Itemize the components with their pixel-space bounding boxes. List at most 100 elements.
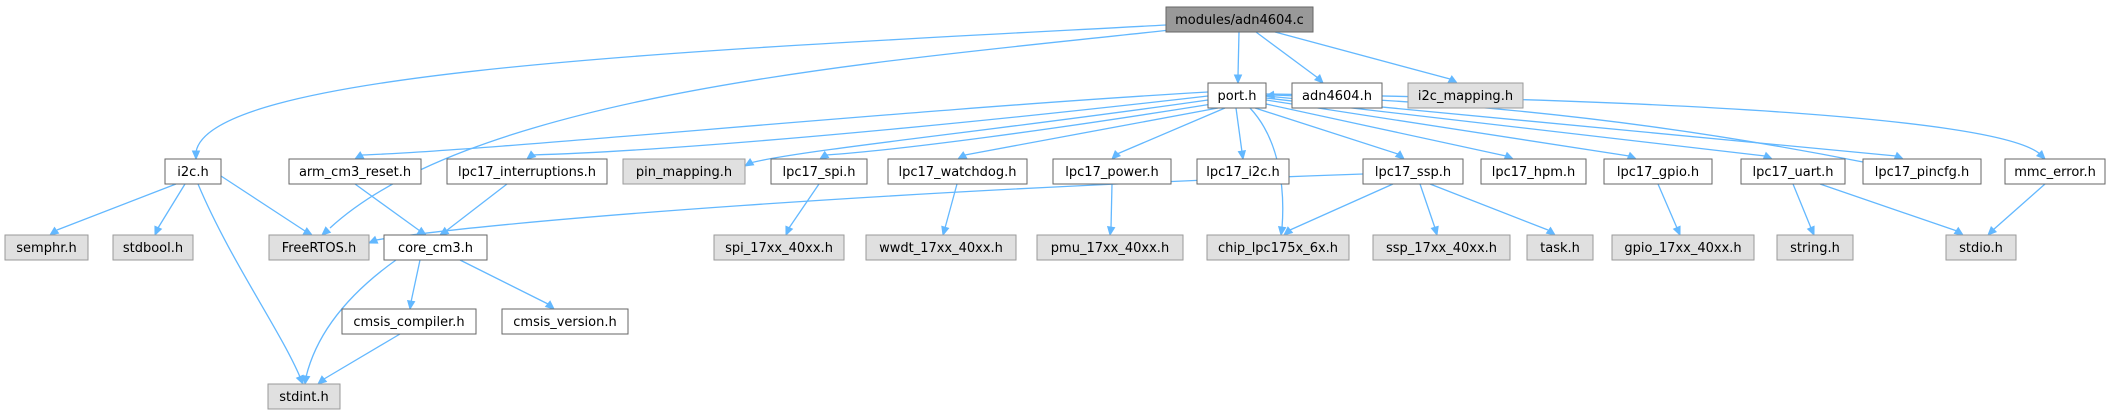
node-lpc17-ssp-h[interactable]: lpc17_ssp.h bbox=[1362, 158, 1464, 185]
edge-root-port bbox=[1233, 31, 1243, 85]
node-string-h[interactable]: string.h bbox=[1776, 234, 1854, 261]
svg-text:semphr.h: semphr.h bbox=[16, 241, 76, 256]
edge-root-i2c bbox=[191, 24, 1167, 161]
edge-i2c-semphr bbox=[48, 183, 177, 236]
svg-text:pmu_17xx_40xx.h: pmu_17xx_40xx.h bbox=[1051, 241, 1169, 256]
edge-i2c-stdbool bbox=[154, 183, 186, 237]
node-lpc17-interruptions-h[interactable]: lpc17_interruptions.h bbox=[446, 158, 608, 185]
edge-power-pmu bbox=[1106, 183, 1116, 237]
node-port-h[interactable]: port.h bbox=[1207, 82, 1267, 109]
node-lpc17-spi-h[interactable]: lpc17_spi.h bbox=[770, 158, 868, 185]
edge-port-ssp bbox=[1254, 107, 1405, 160]
node-modules-adn4604-c[interactable]: modules/adn4604.c bbox=[1165, 6, 1314, 33]
svg-text:i2c.h: i2c.h bbox=[177, 165, 208, 180]
svg-text:lpc17_uart.h: lpc17_uart.h bbox=[1752, 165, 1833, 180]
node-pin-mapping-h[interactable]: pin_mapping.h bbox=[622, 158, 746, 185]
node-mmc-error-h[interactable]: mmc_error.h bbox=[2004, 158, 2106, 185]
node-cmsis-version-h[interactable]: cmsis_version.h bbox=[501, 308, 629, 335]
node-core-cm3-h[interactable]: core_cm3.h bbox=[383, 234, 488, 261]
svg-text:gpio_17xx_40xx.h: gpio_17xx_40xx.h bbox=[1624, 241, 1741, 256]
svg-text:mmc_error.h: mmc_error.h bbox=[2014, 165, 2096, 180]
edge-core-version bbox=[459, 259, 555, 310]
edge-port-spi bbox=[818, 103, 1213, 160]
node-arm-cm3-reset-h[interactable]: arm_cm3_reset.h bbox=[288, 158, 422, 185]
svg-text:lpc17_gpio.h: lpc17_gpio.h bbox=[1617, 165, 1699, 180]
edge-spi-spiregs bbox=[785, 183, 820, 237]
svg-text:core_cm3.h: core_cm3.h bbox=[398, 241, 473, 256]
edge-mmc-stdio bbox=[1987, 183, 2046, 236]
svg-text:lpc17_power.h: lpc17_power.h bbox=[1065, 165, 1158, 180]
edge-watchdog-wwdt bbox=[941, 183, 958, 237]
svg-text:wwdt_17xx_40xx.h: wwdt_17xx_40xx.h bbox=[879, 241, 1003, 256]
svg-text:lpc17_pincfg.h: lpc17_pincfg.h bbox=[1875, 165, 1970, 180]
edge-root-adn4604 bbox=[1255, 31, 1324, 84]
node-cmsis-compiler-h[interactable]: cmsis_compiler.h bbox=[341, 308, 477, 335]
svg-text:lpc17_interruptions.h: lpc17_interruptions.h bbox=[458, 165, 596, 180]
edge-i2c-stdint bbox=[197, 183, 304, 386]
svg-text:lpc17_watchdog.h: lpc17_watchdog.h bbox=[899, 165, 1017, 180]
edge-ssp-sspregs bbox=[1419, 183, 1439, 237]
svg-text:stdbool.h: stdbool.h bbox=[123, 241, 183, 256]
svg-text:port.h: port.h bbox=[1217, 89, 1256, 104]
svg-text:arm_cm3_reset.h: arm_cm3_reset.h bbox=[299, 165, 411, 180]
edge-port-power bbox=[1111, 107, 1226, 160]
edge-root-freertos bbox=[321, 29, 1171, 236]
svg-text:lpc17_i2c.h: lpc17_i2c.h bbox=[1206, 165, 1279, 180]
svg-text:FreeRTOS.h: FreeRTOS.h bbox=[282, 241, 356, 256]
svg-text:task.h: task.h bbox=[1540, 241, 1580, 256]
svg-text:stdio.h: stdio.h bbox=[1959, 241, 2003, 256]
svg-text:pin_mapping.h: pin_mapping.h bbox=[636, 165, 732, 180]
node-lpc17-uart-h[interactable]: lpc17_uart.h bbox=[1740, 158, 1846, 185]
node-spi-17xx-40xx-h[interactable]: spi_17xx_40xx.h bbox=[713, 234, 845, 261]
svg-text:lpc17_hpm.h: lpc17_hpm.h bbox=[1492, 165, 1576, 180]
edge-uart-string bbox=[1792, 183, 1815, 237]
node-i2c-h[interactable]: i2c.h bbox=[164, 158, 222, 185]
edge-port-i2c bbox=[1235, 107, 1247, 161]
edge-armreset-core bbox=[354, 183, 428, 236]
node-adn4604-h[interactable]: adn4604.h bbox=[1291, 82, 1383, 109]
node-wwdt-17xx-40xx-h[interactable]: wwdt_17xx_40xx.h bbox=[865, 234, 1017, 261]
node-stdio-h[interactable]: stdio.h bbox=[1945, 234, 2017, 261]
edge-i2c-freertos bbox=[220, 175, 314, 236]
node-ssp-17xx-40xx-h[interactable]: ssp_17xx_40xx.h bbox=[1372, 234, 1511, 261]
node-lpc17-watchdog-h[interactable]: lpc17_watchdog.h bbox=[887, 158, 1028, 185]
svg-text:modules/adn4604.c: modules/adn4604.c bbox=[1175, 13, 1304, 28]
svg-text:ssp_17xx_40xx.h: ssp_17xx_40xx.h bbox=[1386, 241, 1497, 256]
node-lpc17-gpio-h[interactable]: lpc17_gpio.h bbox=[1603, 158, 1713, 185]
edge-uart-stdio bbox=[1819, 183, 1965, 236]
node-pmu-17xx-40xx-h[interactable]: pmu_17xx_40xx.h bbox=[1036, 234, 1184, 261]
edge-port-armreset bbox=[353, 91, 1209, 160]
edge-port-pinmapping bbox=[743, 99, 1209, 167]
edge-ssp-task bbox=[1429, 183, 1557, 236]
node-gpio-17xx-40xx-h[interactable]: gpio_17xx_40xx.h bbox=[1611, 234, 1755, 261]
node-semphr-h[interactable]: semphr.h bbox=[4, 234, 89, 261]
svg-text:cmsis_compiler.h: cmsis_compiler.h bbox=[353, 315, 464, 330]
svg-text:adn4604.h: adn4604.h bbox=[1302, 89, 1372, 104]
svg-text:i2c_mapping.h: i2c_mapping.h bbox=[1418, 89, 1513, 104]
svg-text:string.h: string.h bbox=[1790, 241, 1840, 256]
node-stdint-h[interactable]: stdint.h bbox=[267, 383, 341, 410]
edge-ssp-chip bbox=[1283, 183, 1394, 236]
node-lpc17-hpm-h[interactable]: lpc17_hpm.h bbox=[1480, 158, 1587, 185]
node-freertos-h[interactable]: FreeRTOS.h bbox=[268, 234, 370, 261]
node-lpc17-i2c-h[interactable]: lpc17_i2c.h bbox=[1196, 158, 1290, 185]
edge-root-i2cmapping bbox=[1274, 31, 1459, 84]
edge-port-interrupt bbox=[526, 95, 1209, 160]
svg-text:cmsis_version.h: cmsis_version.h bbox=[513, 315, 616, 330]
svg-text:lpc17_spi.h: lpc17_spi.h bbox=[782, 165, 855, 180]
edge-gpio-gpioregs bbox=[1657, 183, 1681, 237]
edge-core-stdint bbox=[301, 259, 397, 386]
node-stdbool-h[interactable]: stdbool.h bbox=[112, 234, 194, 261]
svg-text:spi_17xx_40xx.h: spi_17xx_40xx.h bbox=[725, 241, 833, 256]
svg-text:chip_lpc175x_6x.h: chip_lpc175x_6x.h bbox=[1218, 241, 1338, 256]
node-lpc17-pincfg-h[interactable]: lpc17_pincfg.h bbox=[1862, 158, 1982, 185]
edge-compiler-stdint bbox=[317, 333, 401, 385]
edge-port-watchdog bbox=[956, 107, 1219, 160]
node-lpc17-power-h[interactable]: lpc17_power.h bbox=[1052, 158, 1172, 185]
edge-core-compiler bbox=[406, 259, 421, 311]
node-task-h[interactable]: task.h bbox=[1526, 234, 1594, 261]
node-i2c-mapping-h[interactable]: i2c_mapping.h bbox=[1407, 82, 1524, 109]
svg-text:stdint.h: stdint.h bbox=[279, 390, 328, 405]
node-chip-lpc175x-6x-h[interactable]: chip_lpc175x_6x.h bbox=[1206, 234, 1350, 261]
